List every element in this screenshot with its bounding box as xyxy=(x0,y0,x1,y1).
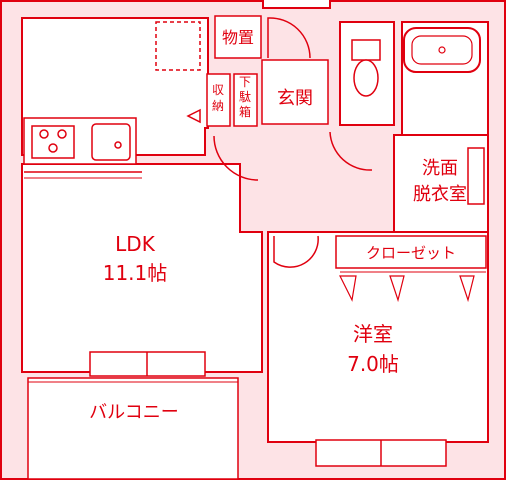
balcony-area xyxy=(27,377,239,480)
storage-room xyxy=(214,15,262,59)
hall-door-1 xyxy=(273,235,319,268)
ldk-door xyxy=(213,135,259,181)
toilet-icon xyxy=(351,39,381,97)
closet-band xyxy=(335,235,487,269)
washbasin xyxy=(467,147,485,205)
fridge-space xyxy=(155,21,201,71)
shoe-box-char-1: 下 xyxy=(239,75,251,89)
closet-label: クローゼット xyxy=(366,244,456,262)
storage-label: 物置 xyxy=(222,28,254,47)
hall-door-2 xyxy=(329,131,373,171)
shoe-box-box xyxy=(233,73,258,127)
entrance-label: 玄関 xyxy=(277,88,313,109)
closet-small-box xyxy=(206,73,231,127)
shoe-box-char-3: 箱 xyxy=(239,104,251,119)
washroom-label-2: 脱衣室 xyxy=(413,184,467,205)
ldk-name-label: LDK xyxy=(115,232,156,256)
washroom-label-1: 洗面 xyxy=(422,158,458,179)
western-name-label: 洋室 xyxy=(353,322,393,346)
western-size-label: 7.0帖 xyxy=(347,352,399,376)
entrance-area xyxy=(261,59,329,125)
closet-small-label: 収 納 xyxy=(212,83,224,113)
shoe-box-char-2: 駄 xyxy=(239,89,251,104)
closet-small-char-1: 収 xyxy=(212,83,224,97)
ldk-size-label: 11.1帖 xyxy=(103,261,168,285)
closet-small-char-2: 納 xyxy=(212,99,224,113)
balcony-label: バルコニー xyxy=(89,402,179,423)
closet-doors xyxy=(339,275,475,303)
stove-icon xyxy=(31,125,75,159)
entrance-door xyxy=(267,17,311,59)
shoe-box-label: 下 駄 箱 xyxy=(239,75,251,119)
sink-icon xyxy=(91,123,131,161)
pointer-arrow xyxy=(186,108,201,124)
bathtub-icon xyxy=(403,27,481,73)
